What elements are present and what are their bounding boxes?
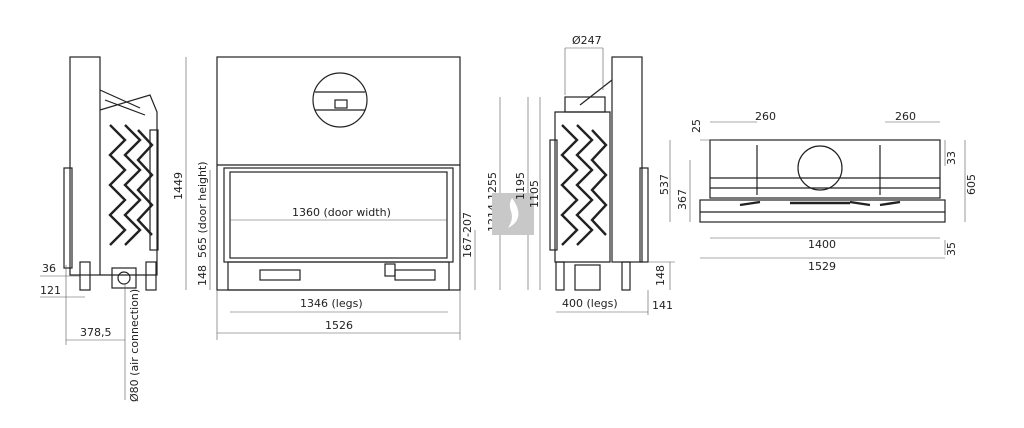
- top-dim-1400: 1400: [808, 238, 836, 251]
- dim-121: 121: [40, 284, 61, 297]
- flame-watermark-icon: [492, 193, 534, 235]
- total-width: 1526: [325, 319, 353, 332]
- legs-depth: 400 (legs): [562, 297, 618, 310]
- dim-1105: 1105: [528, 180, 541, 208]
- flue-diameter: Ø247: [572, 34, 602, 47]
- top-dim-1529: 1529: [808, 260, 836, 273]
- top-dim-25: 25: [690, 119, 703, 133]
- top-dim-367: 367: [676, 189, 689, 210]
- front-view: 1449 565 (door height) 148 1360 (door wi…: [172, 56, 541, 340]
- top-dim-605: 605: [965, 174, 978, 195]
- range-167-207: 167-207: [461, 212, 474, 258]
- top-dim-33: 33: [945, 151, 958, 165]
- dim-141: 141: [652, 299, 673, 312]
- door-width: 1360 (door width): [292, 206, 391, 219]
- legs-width: 1346 (legs): [300, 297, 363, 310]
- dim-1195: 1195: [514, 172, 527, 200]
- side-view-right: 1195 1105 Ø247 400 (legs) 148 141: [514, 34, 675, 315]
- bottom-148: 148: [196, 265, 209, 286]
- dim-378-5: 378,5: [80, 326, 112, 339]
- top-dim-260-right: 260: [895, 110, 916, 123]
- top-view: 260 260 25 537 367 33 605 35 1400 1529: [658, 110, 978, 273]
- top-dim-260-left: 260: [755, 110, 776, 123]
- side-view-left: 36 121 378,5 Ø80 (air connection): [40, 56, 159, 402]
- door-height: 565 (door height): [196, 161, 209, 258]
- height-1449: 1449: [172, 172, 185, 200]
- dim-148: 148: [654, 265, 667, 286]
- top-dim-35: 35: [945, 242, 958, 256]
- dim-36: 36: [42, 262, 56, 275]
- top-dim-537: 537: [658, 174, 671, 195]
- air-connection-label: Ø80 (air connection): [128, 289, 141, 402]
